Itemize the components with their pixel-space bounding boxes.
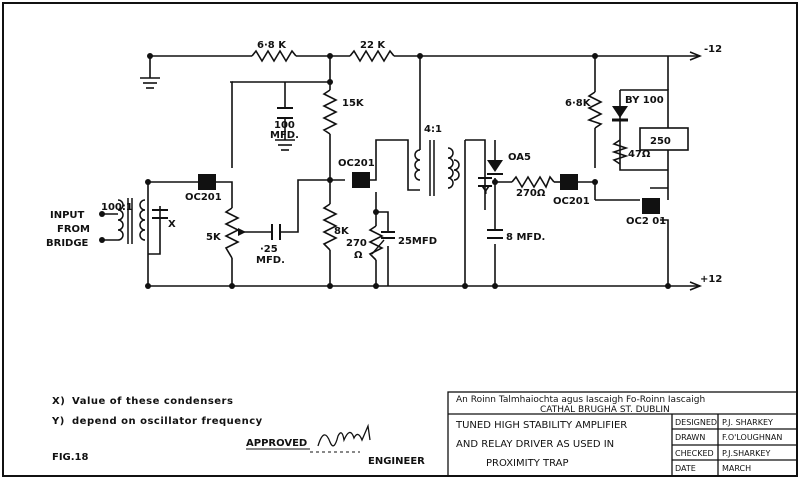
resistor-270 [368, 225, 384, 261]
transformer-in-label: 100:1 [101, 202, 133, 213]
potentiometer-5k [224, 207, 240, 259]
cap-25mfd-label: 25MFD [398, 236, 437, 247]
transistor-1 [198, 174, 216, 190]
pot-wiper-arrow [238, 228, 246, 236]
pot-5k-label: 5K [206, 232, 222, 243]
wiring [147, 55, 700, 287]
res-270b-label: 270Ω [516, 188, 546, 199]
relay-coil [639, 127, 689, 151]
cap-100-unit: MFD. [270, 130, 299, 141]
resistor-6-8k [251, 49, 297, 63]
res-22k-label: 22 K [360, 40, 386, 51]
drawn-value: F.O'LOUGHNAN [722, 433, 782, 442]
checked-label: CHECKED [675, 449, 714, 458]
checked-value: P.J.SHARKEY [722, 449, 770, 458]
transformers [117, 140, 460, 244]
figure-label: FIG.18 [52, 452, 89, 463]
designed-value: P.J. SHARKEY [722, 418, 773, 427]
title-line-3: PROXIMITY TRAP [486, 458, 569, 469]
note-line-2: depend on oscillator frequency [72, 416, 263, 427]
supply-bottom-label: +12 [700, 274, 722, 285]
relay-label: 250 [650, 136, 671, 147]
title-block [447, 391, 798, 477]
transformer-41-label: 4:1 [424, 124, 442, 135]
res-15k-label: 15K [342, 98, 365, 109]
supply-top-label: -12 [704, 44, 722, 55]
approved-label: APPROVED [246, 438, 307, 449]
res-270-label: 270 [346, 238, 367, 249]
date-value: MARCH [722, 464, 751, 473]
title-line-1: TUNED HIGH STABILITY AMPLIFIER [455, 420, 627, 431]
capacitors [152, 107, 503, 240]
diode-oa5 [487, 160, 503, 172]
transistor-3 [560, 174, 578, 190]
sheet-border [2, 2, 798, 477]
input-label-1: INPUT [50, 210, 85, 221]
dept-line-2: CATHAL BRUGHA ST. DUBLIN [540, 405, 670, 415]
transistor-1-label: OC201 [185, 192, 222, 203]
cap-x-label: X [168, 219, 176, 230]
cap-8-label: 8 MFD. [506, 232, 545, 243]
resistor-6-8k-b [586, 91, 603, 129]
input-label-2: FROM [57, 224, 90, 235]
ground-symbols [140, 77, 295, 151]
transistor-2 [352, 172, 370, 188]
res-68k-label: 6·8 K [257, 40, 287, 51]
variable-arrow [371, 239, 385, 255]
input-label-3: BRIDGE [46, 238, 89, 249]
res-270-unit: Ω [354, 250, 363, 261]
res-68k-b-label: 6·8K [565, 98, 592, 109]
diode-by100 [612, 106, 628, 118]
res-47-label: 47Ω [628, 149, 651, 160]
res-8k-label: 8K [334, 226, 350, 237]
resistor-8k [322, 203, 338, 251]
note-x-marker: X) [52, 396, 65, 407]
supply-arrow-top [689, 51, 703, 61]
transistor-4-label: OC2 01 [626, 216, 666, 227]
resistor-270b [511, 175, 555, 189]
note-y-marker: Y) [51, 416, 65, 427]
input-leads [102, 213, 118, 241]
designed-label: DESIGNED [675, 418, 717, 427]
transistor-3-label: OC201 [553, 196, 590, 207]
transistors [198, 172, 660, 214]
cap-100-label: 100 [274, 120, 295, 131]
drawn-label: DRAWN [675, 433, 705, 442]
cap-25-label: ·25 [260, 244, 278, 255]
engineer-label: ENGINEER [368, 456, 425, 467]
dept-line-1: An Roinn Talmhaiochta agus Iascaigh Fo-R… [456, 395, 705, 405]
note-line-1: Value of these condensers [72, 396, 233, 407]
junctions [145, 53, 671, 289]
diode-by100-label: BY 100 [625, 95, 664, 106]
resistor-47 [611, 139, 629, 165]
resistor-15k [322, 89, 338, 135]
cap-y-label: Y [481, 186, 490, 197]
supply-arrow-bottom [689, 281, 703, 291]
transistor-2-label: OC201 [338, 158, 375, 169]
transistor-4 [642, 198, 660, 214]
date-label: DATE [675, 464, 696, 473]
title-line-2: AND RELAY DRIVER AS USED IN [456, 439, 614, 450]
cap-25-unit: MFD. [256, 255, 285, 266]
resistor-22k [349, 49, 395, 63]
diode-oa5-label: OA5 [508, 152, 531, 163]
engineer-signature [317, 423, 371, 447]
